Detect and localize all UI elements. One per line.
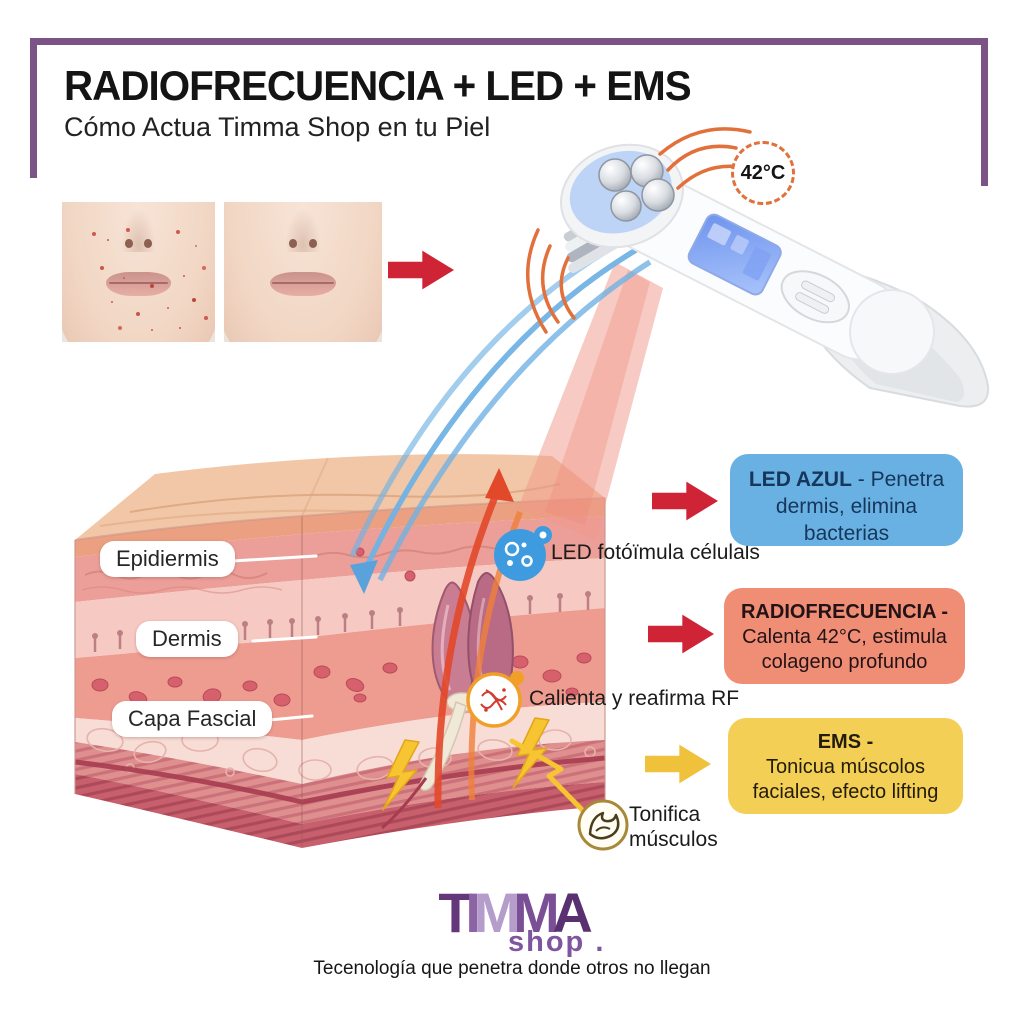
ems-callout-body: Tonicua múscolos faciales, efecto liftin… [752, 756, 939, 803]
annotation-muscles: Tonifica músculos [629, 802, 739, 852]
led-cells-icon [494, 526, 552, 581]
nose [120, 204, 157, 253]
frame-right-border [981, 38, 988, 186]
rf-collagen-icon [466, 671, 524, 728]
frame-top-border [30, 38, 988, 45]
brand-logo: TIMMA [0, 885, 1024, 941]
rf-callout-body: Calenta 42°C, estimula colageno profundo [742, 626, 947, 673]
brand-logo-sub: shop . [508, 926, 606, 958]
ems-callout-box: EMS - Tonicua múscolos faciales, efecto … [728, 718, 963, 814]
lips [269, 272, 337, 296]
muscle-bicep-icon [577, 799, 629, 851]
skin-layer-label-dermis: Dermis [136, 621, 238, 657]
annotation-muscles-line1: Tonifica [629, 803, 701, 826]
led-callout-title: LED AZUL [748, 468, 852, 491]
acne-dots [92, 232, 96, 236]
led-callout-box: LED AZUL - Penetra dermis, elimina bacte… [730, 454, 963, 546]
brand-tagline: Tecenología que penetra donde otros no l… [313, 958, 711, 979]
rf-callout-title: RADIOFRECUENCIA - [740, 601, 949, 623]
before-photo [62, 202, 215, 342]
led-callout-body: - Penetra dermis, elimina bacterias [775, 468, 945, 545]
lips [106, 272, 171, 296]
annotation-muscles-line2: músculos [629, 828, 718, 851]
logo-letter: M [473, 881, 521, 944]
rf-callout-box: RADIOFRECUENCIA - Calenta 42°C, estimula… [724, 588, 965, 684]
after-photo [224, 202, 382, 342]
nose [284, 204, 322, 253]
logo-letter: T [438, 881, 472, 944]
logo-letter: M [513, 881, 560, 944]
ems-callout-title: EMS - [817, 731, 874, 753]
skin-layer-label-fascia: Capa Fascial [112, 701, 273, 737]
annotation-led: LED fotóïmula célulals [551, 541, 760, 564]
page-title: RADIOFRECUENCIA + LED + EMS [64, 62, 692, 109]
logo-letter: I [465, 881, 481, 944]
annotation-rf: Calienta y reafirma RF [529, 687, 740, 710]
frame-left-border [30, 38, 37, 178]
beauty-device-illustration [526, 127, 990, 408]
page-subtitle: Cómo Actua Timma Shop en tu Piel [64, 112, 491, 142]
skin-layer-label-epidermis: Epidiermis [100, 541, 235, 577]
temperature-badge: 42°C [731, 141, 795, 205]
